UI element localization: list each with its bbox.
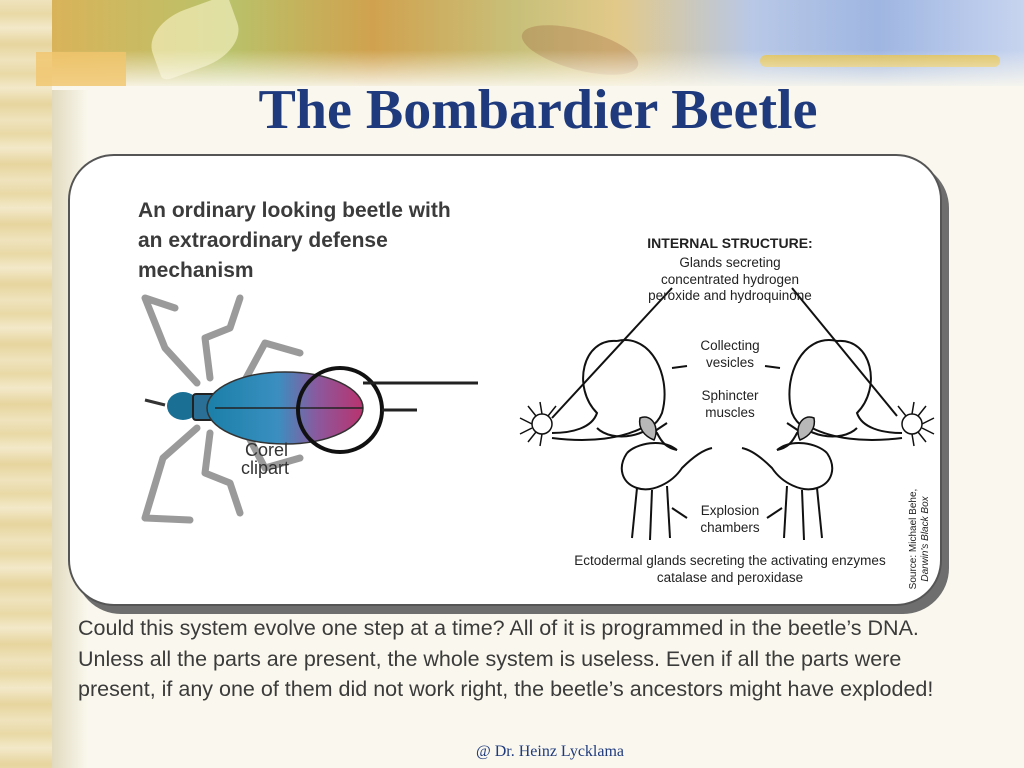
slide-title: The Bombardier Beetle (258, 79, 818, 141)
source-credit: Source: Michael Behe, Darwin's Black Box (908, 474, 934, 604)
beetle-illustration: Corel clipart (141, 294, 478, 524)
beetle-head (167, 392, 199, 420)
source-book: Darwin's Black Box (920, 496, 931, 582)
content-panel (68, 154, 942, 606)
diagram-title: INTERNAL STRUCTURE: (647, 235, 813, 251)
label-sphincter-muscles: Sphincter muscles (701, 388, 759, 420)
intro-caption: An ordinary looking beetle with an extra… (138, 199, 451, 282)
label-glands: Glands secreting concentrated hydrogen p… (648, 255, 812, 303)
internal-structure-diagram (519, 287, 935, 541)
label-collecting-vesicles: Collecting vesicles (700, 338, 760, 370)
beetle-label-corel: Corel (245, 440, 288, 460)
banner-fade (52, 50, 1024, 90)
body-paragraph: Could this system evolve one step at a t… (78, 616, 934, 701)
label-explosion-chambers: Explosion chambers (700, 503, 760, 535)
beetle-legs (141, 294, 304, 524)
footer-credit: @ Dr. Heinz Lycklama (475, 743, 625, 760)
decorative-corner-block (36, 52, 126, 86)
source-prefix: Source: Michael Behe, (908, 488, 919, 590)
label-ectodermal-glands: Ectodermal glands secreting the activati… (574, 553, 886, 585)
beetle-label-clipart: clipart (241, 458, 289, 478)
